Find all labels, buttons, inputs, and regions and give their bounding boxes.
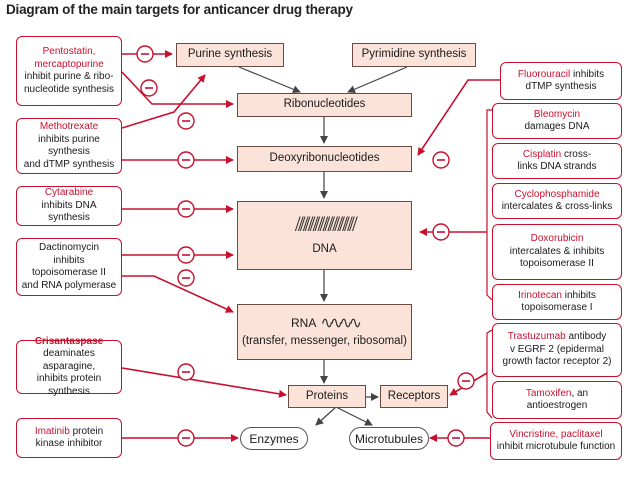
crisantaspase-box: Crisantaspase deaminates asparagine, inh… — [16, 336, 122, 397]
proteins-box: Proteins — [288, 385, 366, 408]
cytarabine-box: Cytarabine inhibits DNA synthesis — [16, 186, 122, 226]
cisplatin-box: Cisplatin cross- links DNA strands — [492, 143, 622, 179]
dactinomycin-box: Dactinomycin inhibits topoisomerase II a… — [16, 238, 122, 296]
bleomycin-box: Bleomycin damages DNA — [492, 103, 622, 139]
dna-helix-icon: ⫽⫽⫽⫽⫽⫽⫽⫽⫽⫽⫽⫽ — [294, 213, 358, 236]
deoxyribonucleotides-box: Deoxyribonucleotides — [237, 146, 412, 172]
page-title: Diagram of the main targets for anticanc… — [6, 2, 353, 17]
purine-synthesis-box: Purine synthesis — [176, 43, 284, 67]
ribonucleotides-box: Ribonucleotides — [237, 93, 412, 117]
trastuzumab-box: Trastuzumab antibody v EGRF 2 (epidermal… — [492, 323, 622, 377]
methotrexate-box: Methotrexate inhibits purine synthesis a… — [16, 118, 122, 174]
pentostatin-box: Pentostatin, mercaptopurine inhibit puri… — [16, 36, 122, 106]
irinotecan-box: Irinotecan inhibits topoisomerase I — [492, 284, 622, 320]
imatinib-box: Imatinib protein kinase inhibitor — [16, 418, 122, 458]
cyclophosphamide-box: Cyclophosphamide intercalates & cross-li… — [492, 183, 622, 219]
dna-box: ⫽⫽⫽⫽⫽⫽⫽⫽⫽⫽⫽⫽ DNA — [237, 201, 412, 270]
tamoxifen-box: Tamoxifen, an antioestrogen — [492, 381, 622, 419]
fluorouracil-box: Fluorouracil inhibits dTMP synthesis — [500, 62, 622, 100]
pyrimidine-synthesis-box: Pyrimidine synthesis — [352, 43, 476, 67]
enzymes-oval: Enzymes — [240, 427, 308, 450]
rna-strand-icon: ∿∿∿∿ — [320, 314, 362, 332]
vincristine-box: Vincristine, paclitaxel inhibit microtub… — [490, 422, 622, 460]
microtubules-oval: Microtubules — [349, 427, 429, 450]
doxorubicin-box: Doxorubicin intercalates & inhibits topo… — [492, 224, 622, 280]
rna-box: RNA∿∿∿∿ (transfer, messenger, ribosomal) — [237, 304, 412, 360]
receptors-box: Receptors — [380, 385, 448, 408]
